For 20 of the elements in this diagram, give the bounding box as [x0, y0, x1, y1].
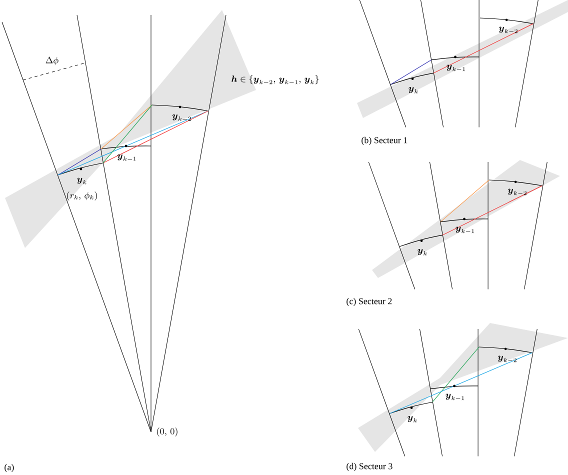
panel-caption: (b) Secteur 1: [362, 136, 408, 146]
point-label: $\boldsymbol{y}_{k-2}$: [498, 356, 516, 362]
point-label: $\boldsymbol{y}_{k-1}$: [446, 394, 464, 400]
panel-caption: (d) Secteur 3: [346, 462, 392, 472]
point-label: $\boldsymbol{y}_k$: [408, 87, 418, 94]
point-label: $\boldsymbol{y}_k$: [77, 178, 86, 184]
point-label: $\boldsymbol{y}_{k-1}$: [456, 226, 474, 234]
point-label: $\boldsymbol{y}_{k-2}$: [498, 26, 518, 34]
point-label: $\boldsymbol{y}_{k-2}$: [508, 188, 526, 196]
point-label: $\boldsymbol{y}_{k-2}$: [172, 114, 191, 121]
point-label: $\boldsymbol{y}_{k-1}$: [117, 154, 136, 161]
set-label: $\boldsymbol{h} \in \{\boldsymbol{y}_{k-2},\, \boldsymbol{y}_{k-1},\, \boldsymbol{y}_k\}$: [232, 75, 319, 84]
panel-caption: (c) Secteur 2: [346, 298, 392, 306]
point-label: $\boldsymbol{y}_k$: [408, 416, 417, 422]
origin-label: $(0,\, 0)$: [157, 428, 178, 436]
point-label: $\boldsymbol{y}_{k-1}$: [446, 64, 466, 72]
angle-label: $\Delta\phi$: [46, 56, 58, 66]
coordinate-label: $(r_k,\, \phi_k)$: [67, 192, 97, 200]
point-label: $\boldsymbol{y}_k$: [418, 249, 427, 256]
panel-caption: (a): [4, 464, 14, 472]
